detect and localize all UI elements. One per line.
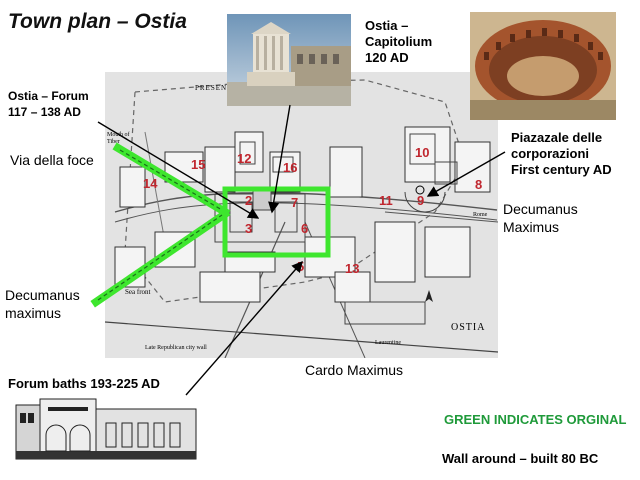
piazzale-label: Piazazale delle corporazioni First centu… (511, 130, 612, 177)
map-text-laurentine: Laurentine (375, 340, 401, 346)
map-number: 3 (245, 221, 253, 236)
map-number: 15 (191, 157, 206, 172)
map-number: 10 (415, 145, 430, 160)
green-note: GREEN INDICATES ORGINAL (444, 412, 627, 427)
map-text-sea-front: Sea front (125, 288, 151, 296)
forum-label: Ostia – Forum 117 – 138 AD (8, 89, 89, 119)
town-plan-map: 15 12 16 10 14 2 7 3 6 11 9 8 5 13 PRESE… (105, 72, 498, 358)
slide-title: Town plan – Ostia (8, 10, 187, 33)
map-number: 11 (379, 193, 393, 208)
decumanus-left-label: Decumanus maximus (5, 287, 80, 321)
via-della-foce-label: Via della foce (10, 152, 94, 168)
map-text-wall: Late Republican city wall (145, 345, 207, 351)
map-text-present: PRESENT (195, 84, 233, 92)
forum-baths-elevation (14, 395, 200, 463)
forum-baths-label: Forum baths 193-225 AD (8, 376, 160, 391)
cardo-maximus-label: Cardo Maximus (305, 362, 404, 378)
map-text-rome: Rome (473, 212, 488, 218)
decumanus-right-label: Decumanus Maximus (503, 201, 578, 235)
map-number: 6 (301, 221, 309, 236)
map-number: 12 (237, 151, 252, 166)
map-text-ostia: OSTIA (451, 322, 486, 333)
map-drawing (105, 72, 498, 358)
theater-photo (470, 12, 616, 120)
map-number: 8 (475, 177, 483, 192)
map-number: 7 (291, 195, 299, 210)
map-number: 9 (417, 193, 425, 208)
map-number: 14 (143, 176, 158, 191)
map-number: 13 (345, 261, 360, 276)
map-number: 16 (283, 160, 298, 175)
map-text-mouth: Mouth of Tiber (107, 132, 130, 145)
capitolium-label: Ostia – Capitolium 120 AD (365, 18, 433, 65)
capitolium-photo (227, 14, 351, 106)
wall-note: Wall around – built 80 BC (442, 451, 599, 466)
map-number: 2 (245, 193, 253, 208)
north-arrow-icon (425, 290, 433, 302)
